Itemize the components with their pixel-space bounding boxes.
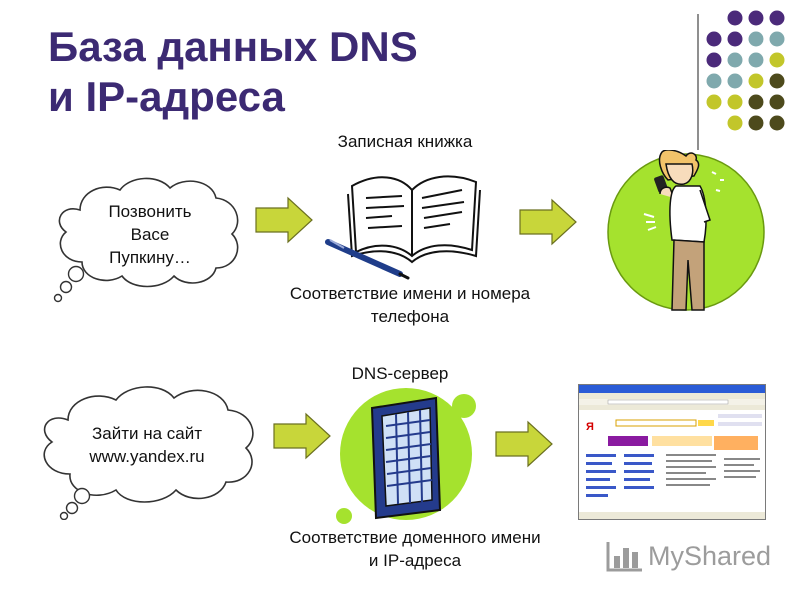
cloud-shape bbox=[43, 386, 254, 520]
decorative-dot bbox=[769, 94, 785, 110]
divider-line bbox=[697, 14, 699, 150]
thought-cloud-call: Позвонить Васе Пупкину… bbox=[40, 172, 250, 304]
title-line-1: База данных DNS bbox=[48, 23, 418, 70]
decorative-dot bbox=[727, 115, 743, 131]
caption-line: Соответствие доменного имени bbox=[289, 528, 541, 547]
dns-server-label: DNS-сервер bbox=[351, 364, 449, 383]
decorative-dot bbox=[727, 10, 743, 26]
decorative-dot bbox=[769, 73, 785, 89]
decorative-dot bbox=[748, 31, 764, 47]
browser-window-icon: Я bbox=[578, 384, 766, 520]
watermark-text: MyShared bbox=[648, 541, 772, 571]
server-rack-icon bbox=[336, 388, 476, 524]
notebook-label: Записная книжка bbox=[337, 132, 473, 151]
watermark: MyShared bbox=[606, 538, 786, 574]
arrow-right-icon bbox=[273, 412, 331, 460]
svg-text:Я: Я bbox=[586, 421, 594, 433]
caption-line: телефона bbox=[370, 307, 450, 326]
decorative-dot bbox=[769, 52, 785, 68]
decorative-dot bbox=[727, 94, 743, 110]
caption-line: Соответствие имени и номера bbox=[289, 284, 531, 303]
bar-chart-logo-icon bbox=[606, 542, 642, 572]
decorative-dot bbox=[727, 73, 743, 89]
cloud-shape bbox=[53, 177, 239, 303]
decorative-dot bbox=[748, 10, 764, 26]
decorative-dot bbox=[706, 73, 722, 89]
decorative-dot bbox=[769, 31, 785, 47]
decorative-dot bbox=[748, 94, 764, 110]
arrow-right-icon bbox=[519, 198, 577, 246]
notebook-icon bbox=[347, 175, 481, 264]
slide-title: База данных DNS и IP-адреса bbox=[48, 22, 418, 122]
cloud-text-visit: Зайти на сайт www.yandex.ru bbox=[62, 400, 232, 490]
cloud-line: Позвонить bbox=[108, 201, 192, 221]
arrow-right-icon bbox=[495, 420, 553, 468]
thought-cloud-visit: Зайти на сайт www.yandex.ru bbox=[22, 380, 272, 520]
pen-icon bbox=[325, 239, 410, 280]
cloud-text-call: Позвонить Васе Пупкину… bbox=[80, 192, 220, 276]
arrow-right-icon bbox=[255, 196, 313, 244]
decorative-dot bbox=[706, 31, 722, 47]
cloud-line: Васе bbox=[130, 224, 170, 244]
decorative-dot bbox=[727, 31, 743, 47]
dns-caption: Соответствие доменного имени и IP-адреса bbox=[250, 526, 580, 572]
cloud-line: Зайти на сайт bbox=[91, 424, 203, 443]
decorative-dot bbox=[706, 94, 722, 110]
decorative-dot bbox=[748, 52, 764, 68]
decorative-dot bbox=[769, 10, 785, 26]
caption-line: и IP-адреса bbox=[368, 551, 462, 570]
phone-person-icon bbox=[607, 150, 765, 311]
cloud-line: Пупкину… bbox=[109, 247, 191, 267]
decorative-dot bbox=[727, 52, 743, 68]
cloud-line: www.yandex.ru bbox=[89, 447, 205, 466]
title-line-2: и IP-адреса bbox=[48, 73, 285, 120]
decorative-dot bbox=[769, 115, 785, 131]
notebook-caption: Соответствие имени и номера телефона bbox=[250, 282, 570, 328]
decorative-dot bbox=[748, 115, 764, 131]
decorative-dot-grid bbox=[706, 10, 785, 131]
decorative-dot bbox=[748, 73, 764, 89]
decorative-dot bbox=[706, 52, 722, 68]
